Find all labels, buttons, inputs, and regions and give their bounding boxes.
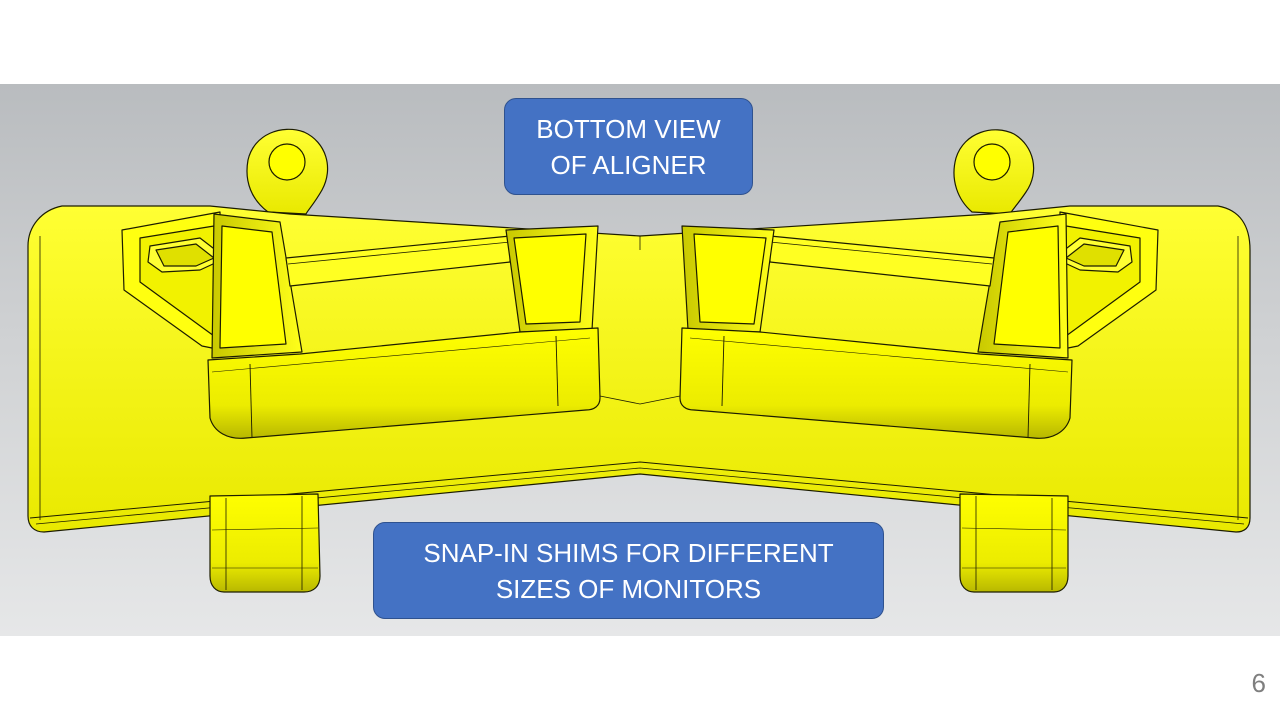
- left-clip: [121, 211, 303, 359]
- left-channel: [207, 327, 601, 439]
- aligner-model-image: [27, 128, 1251, 593]
- right-hang-knob: [953, 129, 1035, 215]
- callout-top-line2: OF ALIGNER: [550, 149, 707, 180]
- callout-top-line1: BOTTOM VIEW: [536, 113, 721, 144]
- callout-bottom-line2: SIZES OF MONITORS: [495, 573, 762, 604]
- callout-bottom-line1: SNAP-IN SHIMS FOR DIFFERENT: [423, 537, 834, 568]
- cad-render-area: BOTTOM VIEW OF ALIGNER SNAP-IN SHIMS FOR…: [0, 84, 1280, 636]
- left-inner-block: [505, 225, 599, 333]
- aligner-body: [27, 205, 1251, 533]
- right-snap-in-shim: [959, 493, 1069, 593]
- left-snap-in-shim: [209, 493, 321, 593]
- right-inner-block: [681, 225, 775, 333]
- right-channel: [679, 327, 1073, 439]
- slide-number: 6: [1251, 668, 1266, 698]
- bottom-view-callout: BOTTOM VIEW OF ALIGNER: [504, 98, 753, 195]
- left-hang-knob: [246, 128, 329, 215]
- right-clip: [977, 211, 1159, 359]
- snap-in-shims-callout: SNAP-IN SHIMS FOR DIFFERENT SIZES OF MON…: [373, 522, 884, 619]
